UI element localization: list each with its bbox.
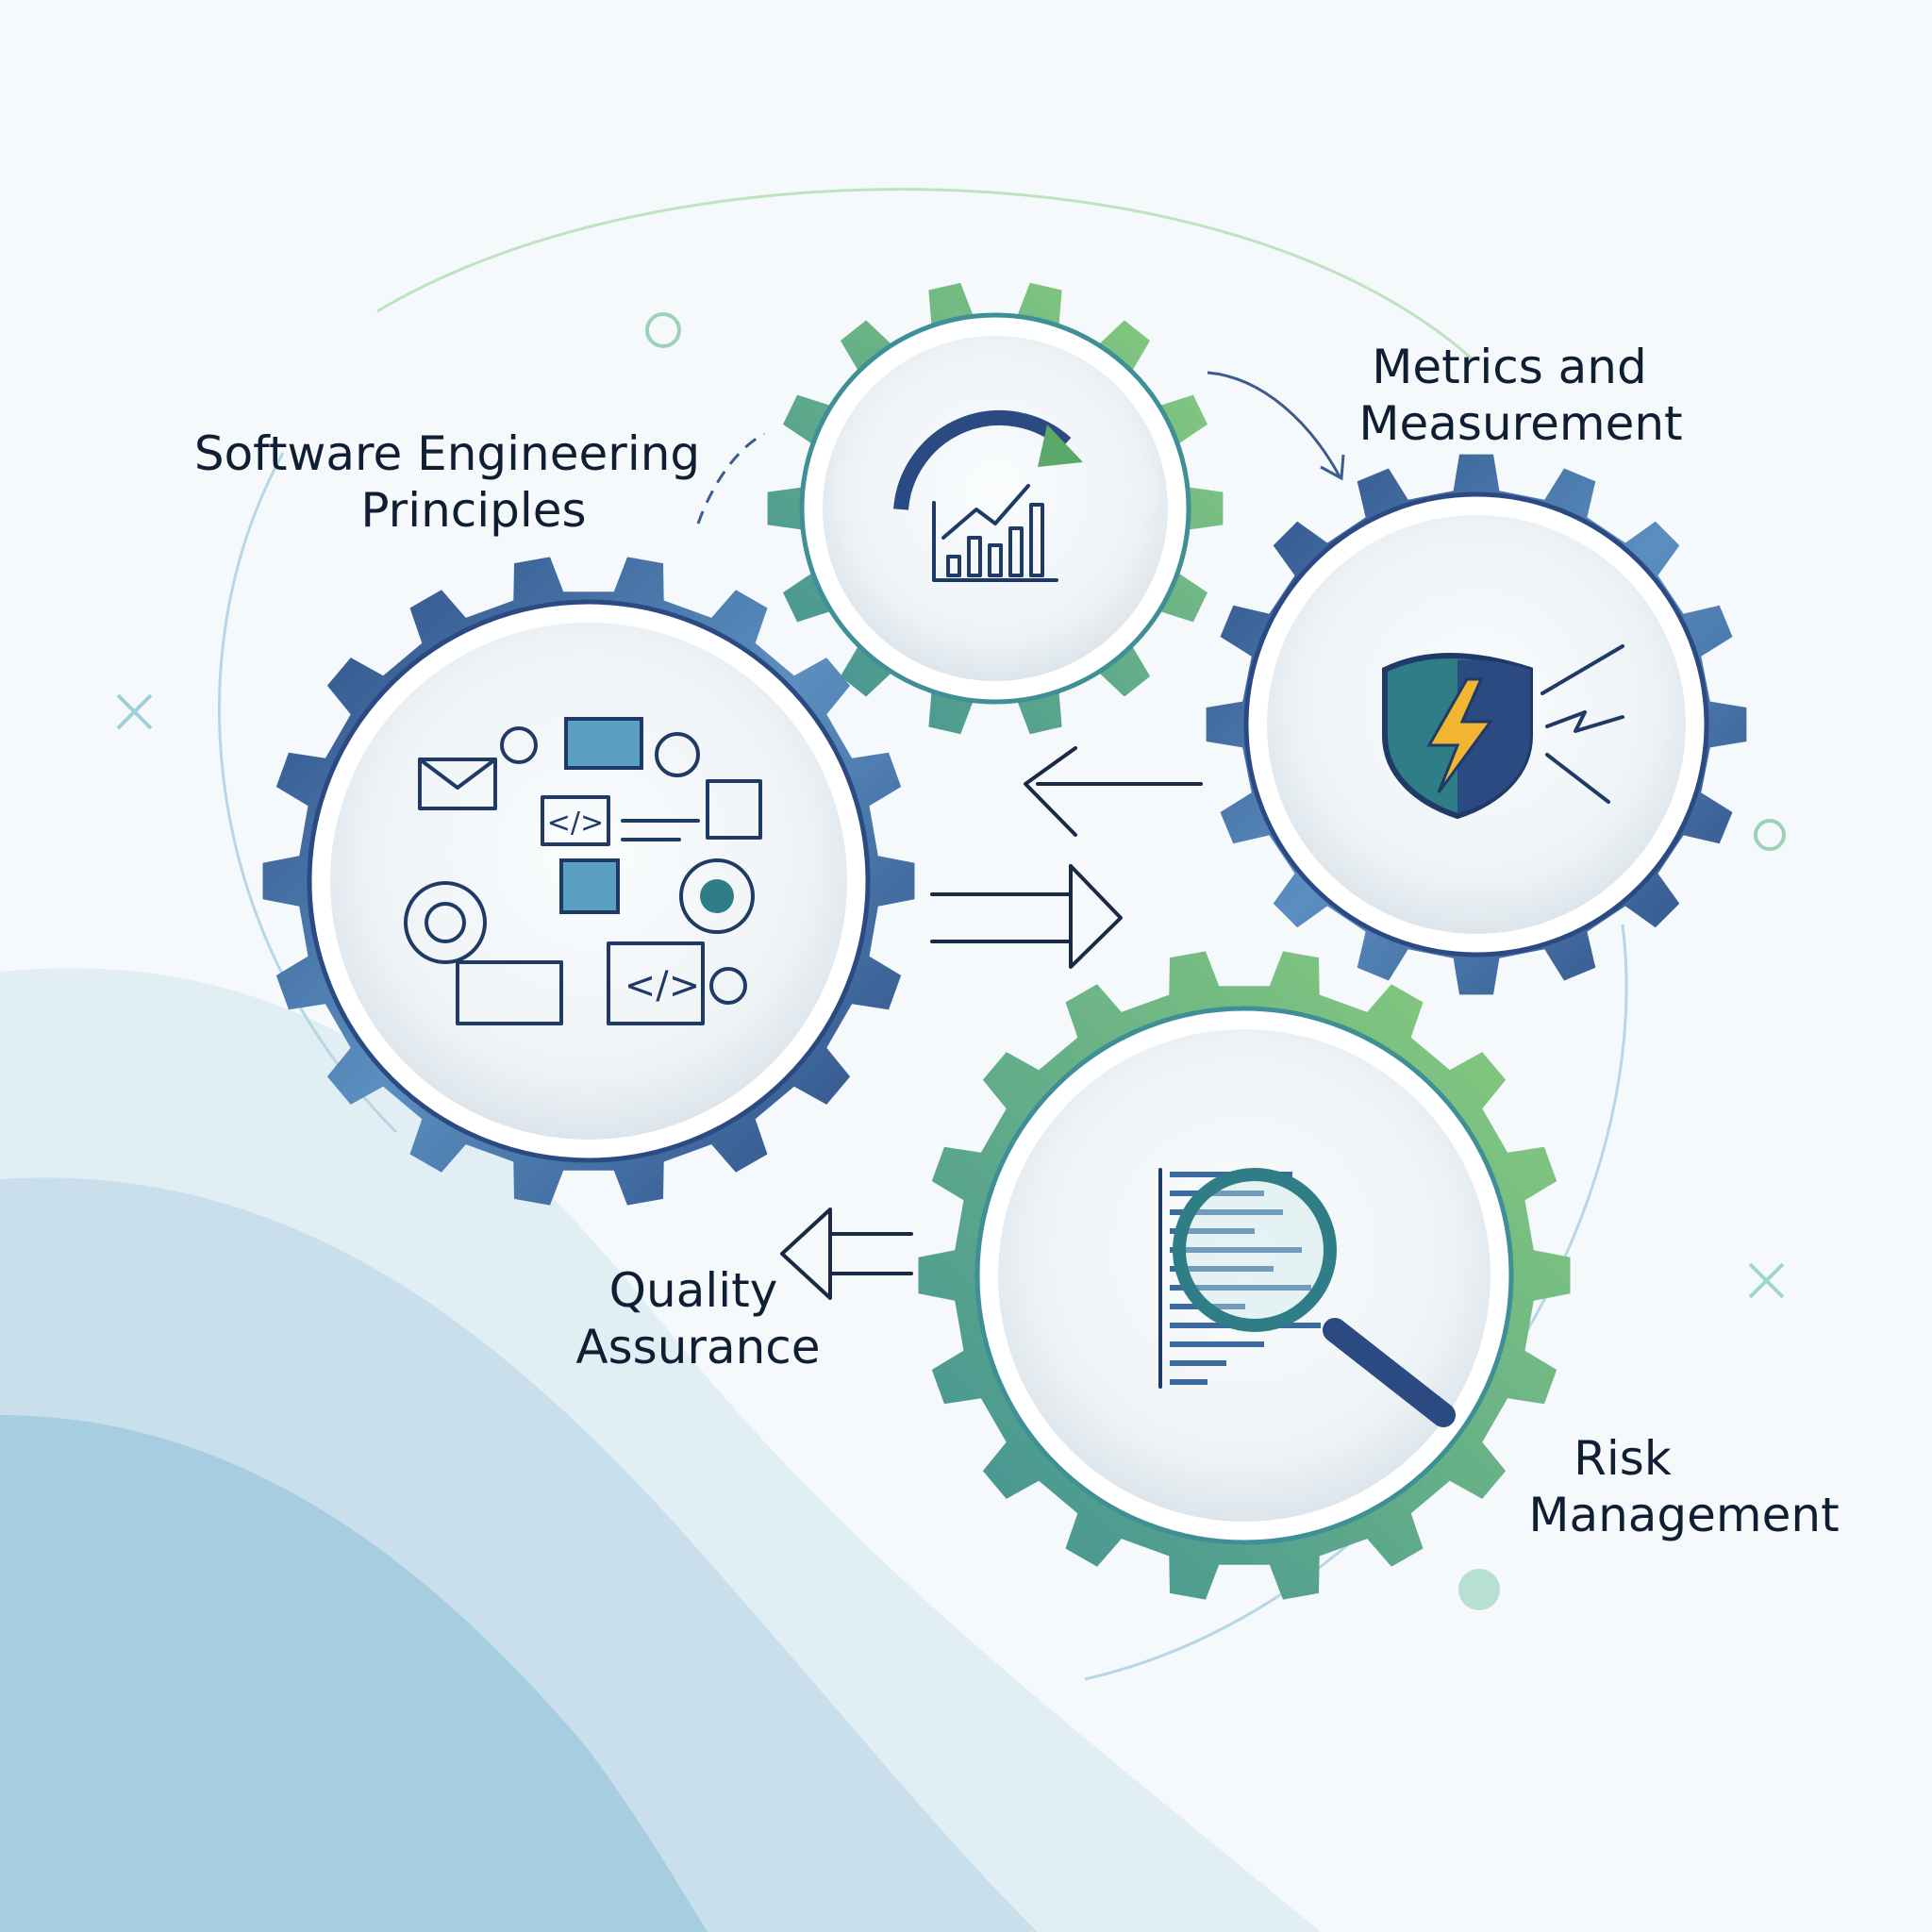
gear-metrics	[767, 282, 1224, 735]
gear-face	[823, 336, 1168, 681]
double-arrow-right	[930, 864, 1123, 969]
software-engineering-collage-icon: </> </>	[404, 717, 762, 1025]
double-arrow-left-bottom	[780, 1208, 913, 1300]
code-tag-icon-2: </>	[625, 964, 701, 1008]
curved-connectors	[696, 371, 1345, 525]
shield-lightning-icon	[1382, 644, 1624, 820]
chart-speedometer-icon	[893, 410, 1083, 582]
gear-risk-management	[918, 951, 1571, 1600]
gear-face	[998, 1029, 1491, 1522]
magnifier-code-icon	[1158, 1168, 1456, 1427]
arrow-left-top	[1024, 746, 1203, 837]
code-tag-icon: </>	[547, 807, 604, 840]
background-waves	[0, 188, 1786, 1932]
